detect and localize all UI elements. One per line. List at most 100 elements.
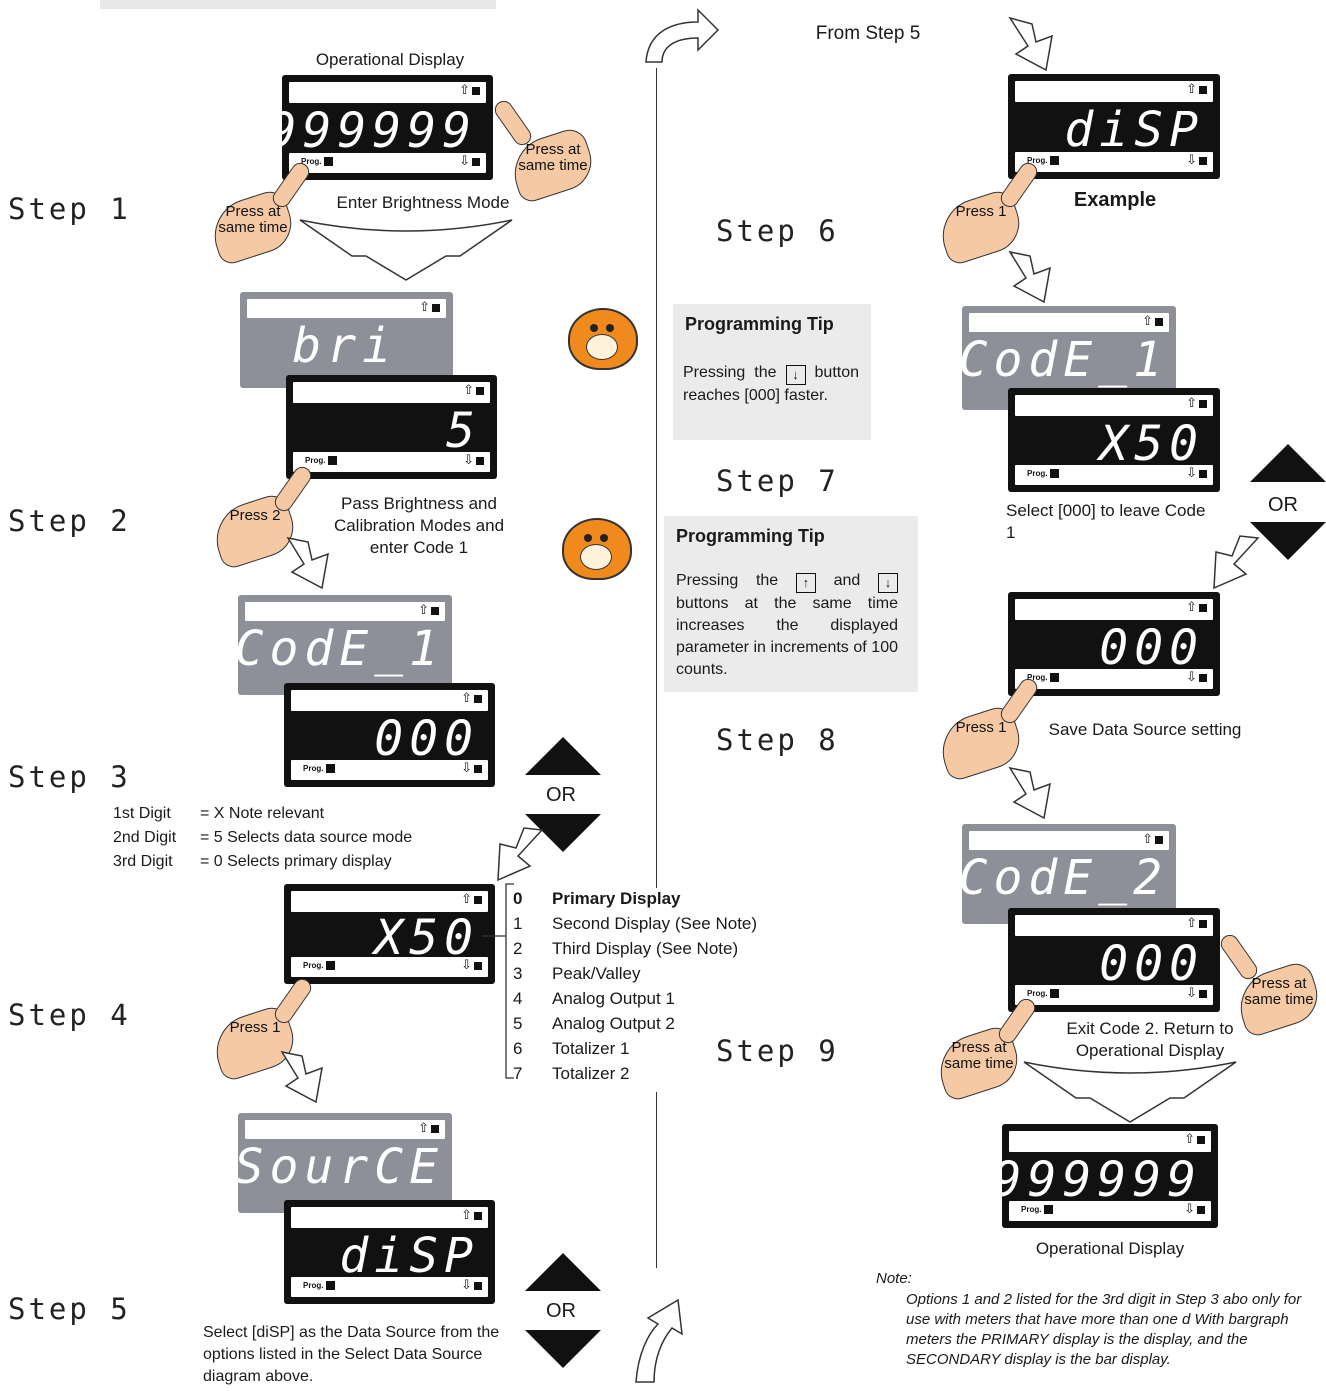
center-divider-bottom — [656, 1092, 657, 1268]
tip-body: Pressing the ↑ and ↓ buttons at the same… — [676, 570, 898, 681]
meter-code2: ⇧ CodE_2 — [959, 824, 1176, 924]
header-bar — [100, 0, 496, 9]
hand-label: Press at same time — [944, 1039, 1014, 1072]
legend-num: 6 — [513, 1039, 523, 1058]
prog-button[interactable]: Prog. — [1027, 469, 1059, 478]
up-arrow-button[interactable] — [525, 737, 601, 775]
hand-press-same-step9-left: Press at same time — [930, 995, 1039, 1103]
legend-num: 0 — [513, 889, 523, 908]
step-4-label: Step 4 — [8, 998, 131, 1032]
meter-readout: 999999 — [267, 103, 477, 159]
hand-label: Press at same time — [218, 203, 288, 236]
down-button-icon[interactable]: ⇩ — [461, 761, 482, 776]
up-button-icon[interactable]: ⇧ — [1186, 82, 1207, 97]
meter-readout: CodE_1 — [234, 621, 444, 677]
tiger-mascot-icon — [556, 512, 634, 582]
legend-num: 7 — [513, 1064, 523, 1083]
up-button-icon[interactable]: ⇧ — [1186, 600, 1207, 615]
step-6-label: Step 6 — [716, 214, 839, 248]
meter-readout: 000 — [1099, 936, 1204, 992]
wide-down-arrow-1 — [299, 219, 513, 281]
curve-arrow-bottom — [635, 1298, 683, 1383]
digit-desc: = 5 Selects data source mode — [200, 829, 413, 846]
meter-000-step8: ⇧ 000 Prog.⇩ — [1008, 592, 1220, 696]
meter-readout: 000 — [374, 711, 479, 767]
down-button-icon[interactable]: ⇩ — [1186, 153, 1207, 168]
meter-readout: X50 — [1099, 416, 1204, 472]
up-button-icon[interactable]: ⇧ — [459, 83, 480, 98]
prog-button[interactable]: Prog. — [303, 764, 335, 773]
legend-text: Totalizer 1 — [552, 1039, 630, 1058]
caption-operational-bottom: Operational Display — [1035, 1239, 1185, 1258]
down-arrow-button[interactable] — [525, 1330, 601, 1368]
prog-button[interactable]: Prog. — [301, 157, 333, 166]
legend-text: Analog Output 1 — [552, 989, 675, 1008]
hand-label: Press 1 — [955, 719, 1007, 736]
meter-operational: ⇧ 999999 Prog. ⇩ — [268, 75, 493, 180]
curved-arrow-step6 — [1008, 250, 1051, 304]
hand-label: Press 1 — [955, 203, 1007, 220]
tip-title: Programming Tip — [676, 526, 825, 546]
prog-button[interactable]: Prog. — [305, 456, 337, 465]
up-button-icon[interactable]: ⇧ — [1184, 1132, 1205, 1147]
up-button-icon: ⇧ — [1142, 314, 1163, 329]
down-button-icon[interactable]: ⇩ — [1184, 1202, 1205, 1217]
prog-button[interactable]: Prog. — [303, 961, 335, 970]
down-button-icon[interactable]: ⇩ — [1186, 466, 1207, 481]
tiger-mascot-icon — [562, 302, 640, 372]
up-button-icon: ⇧ — [1142, 832, 1163, 847]
caption-save-data: Save Data Source setting — [1048, 720, 1242, 739]
caption-select-000: Select [000] to leave Code 1 — [1006, 501, 1206, 542]
prog-button[interactable]: Prog. — [1027, 673, 1059, 682]
legend-text: Third Display (See Note) — [552, 939, 739, 958]
step-9-label: Step 9 — [716, 1034, 839, 1068]
legend-num: 4 — [513, 989, 523, 1008]
note-body: Options 1 and 2 listed for the 3rd digit… — [906, 1291, 1302, 1368]
down-button-icon: ↓ — [878, 573, 898, 593]
up-button-icon: ⇧ — [419, 300, 440, 315]
up-button-icon[interactable]: ⇧ — [461, 892, 482, 907]
down-button-icon[interactable]: ⇩ — [1186, 986, 1207, 1001]
tip-text: button reaches [000] faster. — [683, 364, 860, 404]
or-label: OR — [544, 1300, 578, 1323]
digit-explanation: 1st Digit= X Note relevant 2nd Digit= 5 … — [113, 802, 412, 874]
caption-from-step5: From Step 5 — [815, 23, 921, 44]
up-button-icon[interactable]: ⇧ — [463, 383, 484, 398]
meter-x50-right: ⇧ X50 Prog. ⇩ — [1008, 388, 1220, 492]
step-1-label: Step 1 — [8, 192, 131, 226]
prog-button[interactable]: Prog. — [1021, 1205, 1053, 1214]
down-arrow-button[interactable] — [1250, 522, 1326, 560]
legend-num: 3 — [513, 964, 523, 983]
up-button-icon[interactable]: ⇧ — [1186, 396, 1207, 411]
meter-readout: SourCE — [234, 1139, 444, 1195]
prog-button[interactable]: Prog. — [1027, 156, 1059, 165]
up-button-icon: ⇧ — [418, 1121, 439, 1136]
hand-press-1-step8: Press 1 — [932, 675, 1041, 783]
programming-tip-1: Programming Tip Pressing the ↓ button re… — [673, 304, 871, 440]
down-button-icon[interactable]: ⇩ — [459, 154, 480, 169]
down-button-icon[interactable]: ⇩ — [1186, 670, 1207, 685]
or-label: OR — [544, 784, 578, 807]
up-button-icon[interactable]: ⇧ — [461, 1208, 482, 1223]
digit-desc: = X Note relevant — [200, 805, 325, 822]
curved-arrow-from-step5 — [1008, 16, 1053, 72]
caption-exit-code2: Exit Code 2. Return to Operational Displ… — [1066, 1019, 1234, 1060]
up-arrow-button[interactable] — [525, 1253, 601, 1291]
meter-readout: 5 — [446, 403, 481, 459]
caption-operational-top: Operational Display — [315, 50, 465, 69]
center-divider-top — [656, 68, 657, 888]
step-8-label: Step 8 — [716, 723, 839, 757]
up-button-icon[interactable]: ⇧ — [1186, 916, 1207, 931]
legend-num: 2 — [513, 939, 523, 958]
prog-button[interactable]: Prog. — [1027, 989, 1059, 998]
up-arrow-button[interactable] — [1250, 444, 1326, 482]
hand-press-1-step4: Press 1 — [206, 975, 315, 1083]
down-button-icon[interactable]: ⇩ — [463, 453, 484, 468]
down-button-icon[interactable]: ⇩ — [461, 958, 482, 973]
up-button-icon[interactable]: ⇧ — [461, 691, 482, 706]
prog-button[interactable]: Prog. — [303, 1281, 335, 1290]
down-button-icon[interactable]: ⇩ — [461, 1278, 482, 1293]
curved-arrow-step4 — [280, 1050, 323, 1104]
legend-text: Peak/Valley — [552, 964, 641, 983]
